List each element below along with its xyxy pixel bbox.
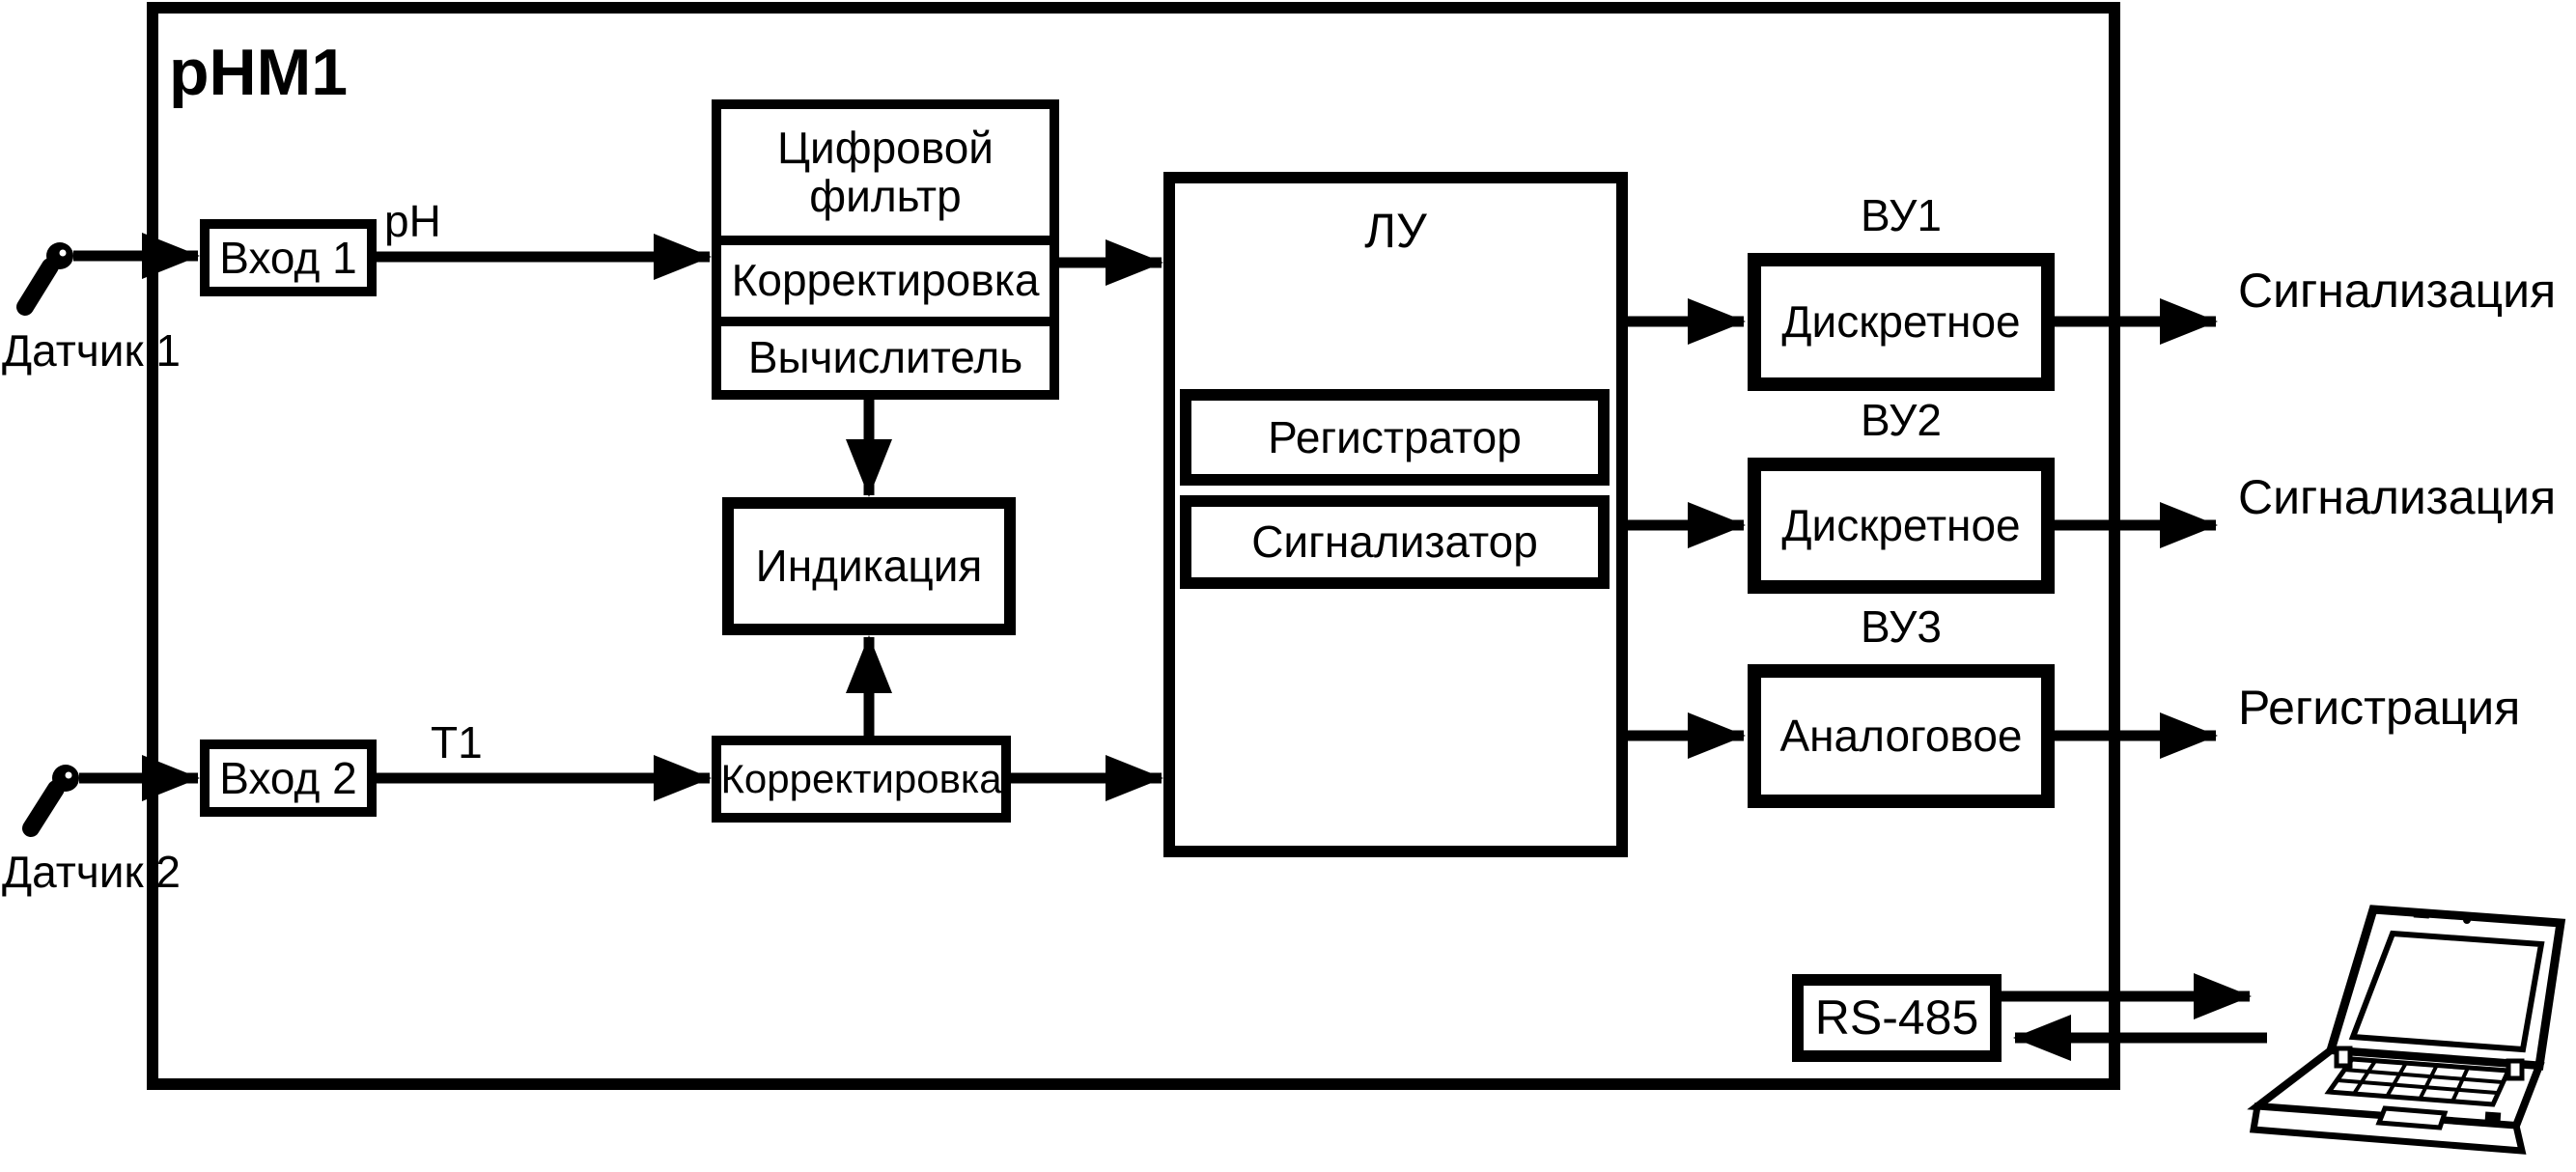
vu2-type-label: Дискретное <box>1781 500 2021 551</box>
sensor1-icon <box>16 242 73 316</box>
vu1-block: Дискретное <box>1748 253 2055 391</box>
output2-label: Сигнализация <box>2238 470 2557 524</box>
input2-label: Вход 2 <box>219 752 357 803</box>
sensor2-label: Датчик 2 <box>2 847 181 897</box>
device-frame <box>147 2 2120 1090</box>
digital-filter-block: Цифровой фильтр <box>777 122 994 221</box>
sensor2-icon <box>22 765 79 837</box>
device-title: pHM1 <box>169 36 349 109</box>
vu3-caption: ВУ3 <box>1861 601 1942 652</box>
registrar-label: Регистратор <box>1268 411 1522 462</box>
sensor1-label: Датчик 1 <box>2 325 181 376</box>
correction2-label: Корректировка <box>720 755 1002 801</box>
output1-label: Сигнализация <box>2238 264 2557 318</box>
correction1-block: Корректировка <box>721 236 1050 317</box>
indication-label: Индикация <box>755 541 983 592</box>
vu2-caption: ВУ2 <box>1861 395 1942 445</box>
rs485-label: RS-485 <box>1814 991 1979 1045</box>
output3-label: Регистрация <box>2238 681 2521 735</box>
indication-block: Индикация <box>722 497 1016 635</box>
logic-unit-label: ЛУ <box>1364 204 1427 258</box>
calculator-block: Вычислитель <box>721 317 1050 390</box>
rs485-block: RS-485 <box>1792 974 2002 1062</box>
signal-t1-label: Т1 <box>431 717 483 767</box>
signalizer-label: Сигнализатор <box>1251 516 1538 568</box>
input1-label: Вход 1 <box>219 232 357 283</box>
vu3-type-label: Аналоговое <box>1779 711 2023 762</box>
registrar-block: Регистратор <box>1180 389 1610 486</box>
signalizer-block: Сигнализатор <box>1180 495 1610 589</box>
vu1-caption: ВУ1 <box>1861 190 1942 240</box>
vu1-type-label: Дискретное <box>1781 296 2021 348</box>
vu3-block: Аналоговое <box>1748 664 2055 808</box>
input2-block: Вход 2 <box>200 739 377 817</box>
vu2-block: Дискретное <box>1748 458 2055 594</box>
laptop-icon <box>2247 905 2566 1155</box>
processing-stack: Цифровой фильтр Корректировка Вычислител… <box>712 99 1059 400</box>
signal-ph-label: pH <box>384 196 441 246</box>
correction2-block: Корректировка <box>712 736 1011 823</box>
input1-block: Вход 1 <box>200 219 377 296</box>
